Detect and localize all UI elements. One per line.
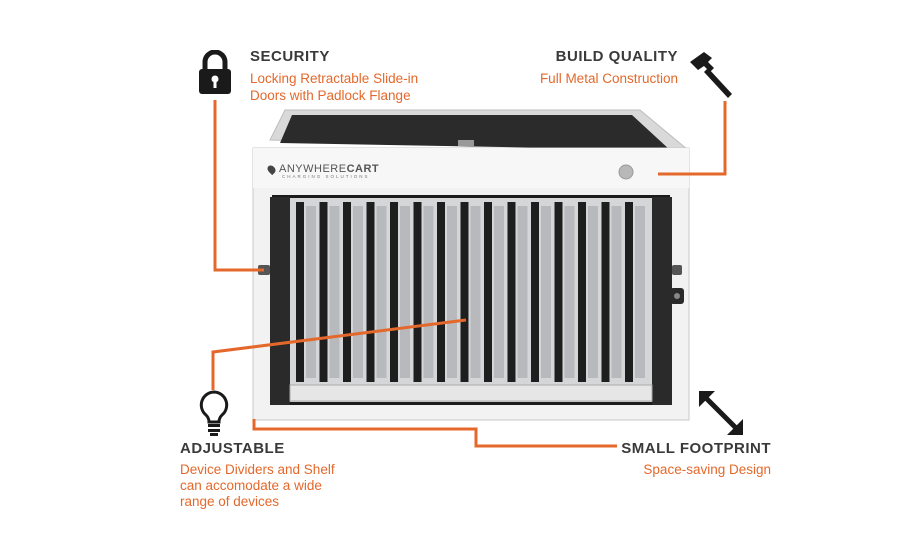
- expand-arrows-icon: [699, 391, 743, 435]
- adjustable-heading: ADJUSTABLE: [180, 440, 285, 457]
- divider-slot: [625, 202, 633, 382]
- small-footprint-heading: SMALL FOOTPRINT: [621, 440, 771, 457]
- divider-slot: [507, 202, 516, 382]
- security-description-line-2: Doors with Padlock Flange: [250, 88, 411, 103]
- divider-slot: [484, 202, 492, 382]
- divider-slot: [578, 202, 586, 382]
- device-dividers: [296, 202, 645, 382]
- device-slot-gap: [611, 206, 622, 378]
- small-footprint-description: Space-saving Design: [643, 462, 771, 477]
- device-slot-gap: [470, 206, 481, 378]
- hammer-icon: [690, 52, 732, 98]
- device-slot-gap: [635, 206, 645, 378]
- anywherecart-logo: ANYWHERECART CHARGING SOLUTIONS: [265, 163, 380, 179]
- device-slot-gap: [353, 206, 363, 378]
- location-pin-icon: [265, 163, 278, 175]
- device-slot-gap: [517, 206, 528, 378]
- security-heading: SECURITY: [250, 48, 330, 65]
- device-slot-gap: [564, 206, 575, 378]
- device-slot-gap: [400, 206, 410, 378]
- build-quality-description: Full Metal Construction: [539, 71, 678, 86]
- divider-slot: [601, 202, 610, 382]
- device-slot-gap: [423, 206, 434, 378]
- device-slot-gap: [376, 206, 387, 378]
- brand-name-light: ANYWHERE: [279, 163, 347, 175]
- divider-slot: [343, 202, 351, 382]
- build-quality-heading: BUILD QUALITY: [555, 48, 678, 65]
- divider-slot: [437, 202, 445, 382]
- device-slot-gap: [329, 206, 340, 378]
- divider-slot: [296, 202, 304, 382]
- padlock-icon: [199, 50, 231, 94]
- device-slot-gap: [588, 206, 598, 378]
- device-slot-gap: [447, 206, 457, 378]
- divider-slot: [413, 202, 422, 382]
- device-slot-gap: [494, 206, 504, 378]
- divider-slot: [460, 202, 469, 382]
- divider-slot: [531, 202, 539, 382]
- divider-slot: [319, 202, 328, 382]
- adjustable-description-line-2: can accomodate a wide: [180, 478, 322, 493]
- lightbulb-icon: [199, 390, 229, 436]
- divider-slot: [554, 202, 563, 382]
- brand-tagline: CHARGING SOLUTIONS: [282, 174, 370, 179]
- device-slot-gap: [306, 206, 316, 378]
- adjustable-description-line-3: range of devices: [180, 494, 280, 509]
- divider-slot: [390, 202, 398, 382]
- divider-slot: [366, 202, 375, 382]
- adjustable-description-line-1: Device Dividers and Shelf: [180, 462, 335, 477]
- security-description-line-1: Locking Retractable Slide-in: [250, 71, 419, 86]
- device-slot-gap: [541, 206, 551, 378]
- brand-name-bold: CART: [346, 163, 380, 175]
